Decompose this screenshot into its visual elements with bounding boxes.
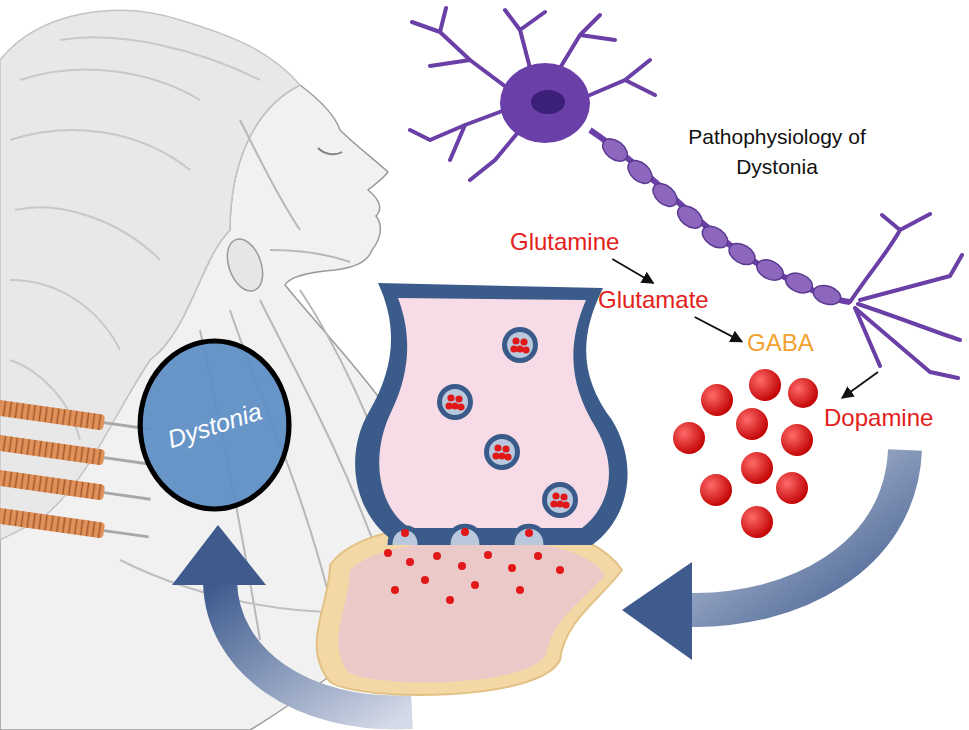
illustration-part [406, 558, 414, 566]
illustration-part [741, 506, 773, 538]
illustration-part [516, 586, 524, 594]
node-text: Glutamine [510, 228, 619, 256]
illustration-part [318, 148, 342, 154]
illustration-part [556, 566, 564, 574]
diagram-title: Pathophysiology of Dystonia [677, 122, 877, 182]
transmitter-label: GABA [745, 329, 816, 357]
illustration-part [172, 525, 266, 585]
synapse [317, 283, 628, 695]
illustration-part [598, 134, 631, 165]
illustration-part [0, 469, 152, 507]
illustration-part [736, 408, 768, 440]
illustration-part [379, 298, 609, 528]
illustration-part [525, 529, 533, 537]
illustration-part [850, 214, 962, 378]
illustration-part [104, 458, 151, 465]
dopamine-molecules [673, 369, 818, 538]
illustration-part [437, 384, 473, 420]
illustration-part [624, 156, 657, 188]
illustration-part [338, 540, 605, 682]
illustration-part [104, 493, 151, 500]
illustration-part [471, 581, 479, 589]
illustration-part [749, 369, 781, 401]
ellipse-shape [141, 341, 290, 509]
node-text: Glutamate [598, 286, 709, 314]
illustration-part [534, 552, 542, 560]
illustration-part [355, 283, 627, 545]
illustration-part [0, 399, 152, 437]
node-text: Dopamine [824, 404, 933, 432]
illustration-part [0, 507, 150, 544]
illustration-part [410, 8, 655, 180]
transmitter-label: Glutamine [508, 228, 621, 256]
illustration-part [421, 576, 429, 584]
illustration-part [725, 239, 758, 269]
illustration-part [433, 552, 441, 560]
illustration-part [0, 10, 300, 540]
illustration-part [317, 523, 622, 695]
illustration-part [673, 201, 706, 232]
illustration-part [700, 474, 732, 506]
illustration-part [508, 564, 516, 572]
illustration-part [673, 422, 705, 454]
illustration-part [698, 222, 731, 253]
illustration-part [0, 399, 105, 430]
illustration-part [446, 596, 454, 604]
node-text: GABA [747, 329, 814, 357]
illustration-part [384, 549, 392, 557]
illustration-part [622, 562, 692, 660]
illustration-part [401, 529, 409, 537]
illustration-part [741, 452, 773, 484]
flow-arrow [612, 259, 653, 283]
illustration-part [753, 256, 786, 284]
illustration-part [0, 507, 105, 538]
illustration-part [783, 269, 816, 296]
illustration-part [0, 469, 105, 500]
illustration-part [690, 450, 905, 610]
illustration-part [776, 472, 808, 504]
illustration-part [500, 63, 590, 143]
needles [0, 399, 152, 544]
illustration-part [788, 378, 818, 408]
transmitter-label: Dopamine [822, 404, 935, 432]
illustration-part [391, 586, 399, 594]
illustration-part [484, 434, 520, 470]
illustration-part [842, 372, 878, 398]
illustration-part [701, 384, 733, 416]
illustration-part [0, 434, 105, 465]
dystonia-ellipse: Dystonia [136, 337, 293, 513]
illustration-part [0, 434, 152, 472]
illustration-part [781, 424, 813, 456]
illustration-part [221, 234, 270, 296]
illustration-part [502, 327, 538, 363]
illustration-part [649, 179, 682, 211]
illustration-part [542, 482, 578, 518]
illustration-part [104, 531, 149, 537]
flow-arrow [695, 317, 742, 342]
illustration-part [458, 562, 466, 570]
illustration-part [461, 528, 469, 536]
illustration-part [531, 90, 565, 114]
transmitter-label: Glutamate [596, 286, 711, 314]
illustration-part [390, 526, 546, 545]
illustration-part [484, 551, 492, 559]
illustration-part [811, 282, 843, 308]
